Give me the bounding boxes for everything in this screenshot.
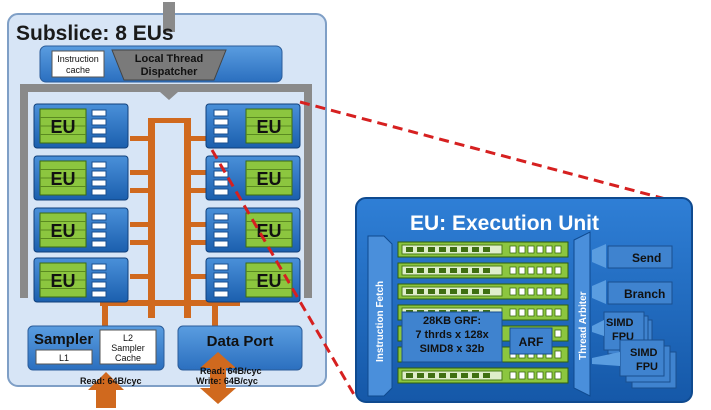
sampler-label: Sampler bbox=[34, 331, 93, 348]
l2-label-3: Cache bbox=[115, 353, 141, 363]
instruction-fetch-block: Instruction Fetch bbox=[367, 235, 393, 397]
eu-tile-label: EU bbox=[256, 169, 281, 189]
data-port-block: Data Port bbox=[177, 325, 303, 371]
thread-arbiter-label: Thread Arbiter bbox=[578, 291, 589, 360]
thread-arbiter-block: Thread Arbiter bbox=[573, 231, 591, 397]
grf-row bbox=[397, 262, 569, 279]
subslice-title: Subslice: 8 EUs bbox=[16, 22, 174, 45]
dp-write-label: Write: 64B/cyc bbox=[196, 376, 258, 386]
send-label: Send bbox=[632, 251, 661, 265]
top-input-arrow bbox=[163, 2, 175, 32]
eu-tile-label: EU bbox=[256, 117, 281, 137]
data-port-label: Data Port bbox=[207, 333, 274, 350]
simd2-label-2: FPU bbox=[636, 361, 658, 373]
branch-label: Branch bbox=[624, 287, 665, 301]
arf-label: ARF bbox=[519, 335, 544, 349]
instruction-cache-box bbox=[51, 50, 105, 78]
l1-label: L1 bbox=[59, 353, 69, 363]
dispatcher-label-2: Dispatcher bbox=[141, 66, 199, 78]
grf-label-2: 7 thrds x 128x bbox=[415, 329, 489, 341]
grf-label-box: 28KB GRF: 7 thrds x 128x SIMD8 x 32b bbox=[401, 311, 503, 363]
grf-row bbox=[397, 241, 569, 258]
eu-tile: EU bbox=[33, 207, 129, 253]
instruction-cache-label-2: cache bbox=[66, 65, 90, 75]
eu-tile-label: EU bbox=[50, 221, 75, 241]
instruction-fetch-label: Instruction Fetch bbox=[375, 281, 386, 362]
dp-read-label: Read: 64B/cyc bbox=[200, 366, 262, 376]
orange-data-bus bbox=[100, 118, 240, 328]
eu-tile-label: EU bbox=[256, 271, 281, 291]
fpu-arrows bbox=[592, 320, 620, 366]
eu-tile: EU bbox=[33, 155, 129, 201]
branch-block: Branch bbox=[592, 280, 673, 305]
l2-label-2: Sampler bbox=[111, 343, 145, 353]
simd2-label-1: SIMD bbox=[630, 347, 658, 359]
sampler-read-label: Read: 64B/cyc bbox=[80, 376, 142, 386]
instruction-cache-label-1: Instruction bbox=[57, 54, 99, 64]
eu-tiles: EU EU EU EU EU EU EU EU bbox=[33, 103, 301, 303]
simd-fpu-2: SIMD FPU bbox=[619, 339, 677, 389]
grf-row bbox=[397, 367, 569, 384]
eu-tile-label: EU bbox=[256, 221, 281, 241]
sampler-block: Sampler L1 L2 Sampler Cache bbox=[27, 325, 165, 371]
simd1-label-1: SIMD bbox=[606, 317, 634, 329]
sampler-read-arrow bbox=[88, 372, 124, 408]
eu-title: EU: Execution Unit bbox=[410, 212, 599, 235]
eu-tile: EU bbox=[205, 257, 301, 303]
eu-tile-label: EU bbox=[50, 117, 75, 137]
send-block: Send bbox=[592, 244, 673, 269]
l1-box bbox=[35, 349, 93, 365]
gray-dispatch-bus bbox=[20, 84, 312, 298]
dispatcher-label-1: Local Thread bbox=[135, 53, 203, 65]
zoom-lines bbox=[210, 100, 693, 399]
arf-box: ARF bbox=[509, 327, 553, 355]
eu-tile: EU bbox=[33, 103, 129, 149]
l2-box bbox=[99, 329, 157, 365]
eu-tile: EU bbox=[205, 103, 301, 149]
eu-tile: EU bbox=[205, 207, 301, 253]
eu-tile-label: EU bbox=[50, 271, 75, 291]
grf-label-3: SIMD8 x 32b bbox=[420, 343, 485, 355]
data-port-arrow bbox=[200, 352, 236, 404]
dispatcher-trapezoid bbox=[111, 49, 227, 81]
grf-row bbox=[397, 283, 569, 300]
eu-tile: EU bbox=[205, 155, 301, 201]
eu-tile-label: EU bbox=[50, 169, 75, 189]
l2-label-1: L2 bbox=[123, 333, 133, 343]
grf-label-1: 28KB GRF: bbox=[423, 315, 481, 327]
dispatcher-bar: Instruction cache Local Thread Dispatche… bbox=[39, 45, 283, 83]
eu-tile: EU bbox=[33, 257, 129, 303]
